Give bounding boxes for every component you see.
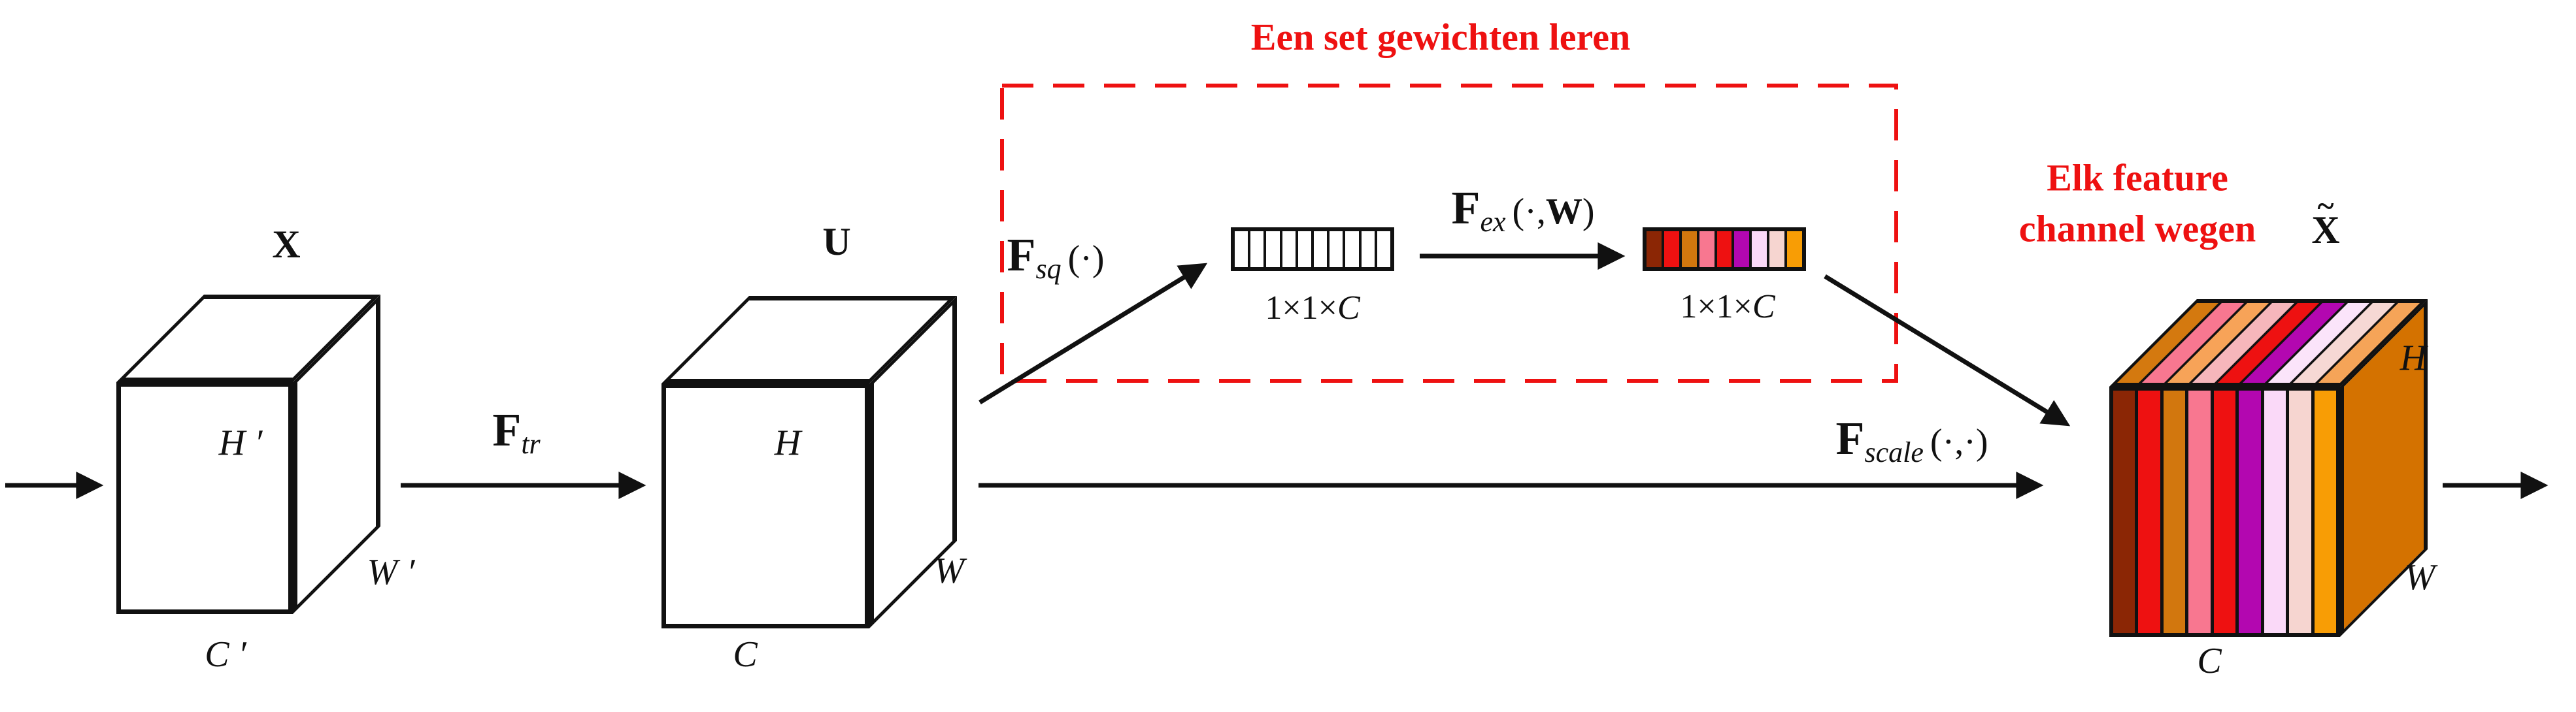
cube-xtilde-front-stripe — [2239, 391, 2261, 633]
tensor-u-height-label: H — [774, 423, 801, 463]
tensor-x-height-label: H ′ — [218, 423, 263, 463]
excitation-to-cube-arrow — [1824, 274, 2071, 427]
squeeze-cell — [1297, 231, 1312, 267]
fex-label: Fex(·,W) — [1451, 182, 1595, 236]
fex-args-weight: W — [1545, 191, 1582, 232]
fscale-label: Fscale(·,·) — [1835, 412, 1988, 467]
excitation-cell — [1769, 231, 1785, 267]
fsq-symbol: F — [1007, 229, 1036, 281]
ftr-symbol: F — [492, 404, 522, 456]
fex-subscript: ex — [1480, 206, 1506, 238]
fex-symbol: F — [1451, 182, 1480, 234]
fsq-label: Fsq(·) — [1007, 229, 1105, 283]
cube-xtilde-front-stripe — [2138, 391, 2160, 633]
cube-xtilde-front-stripe — [2289, 391, 2311, 633]
tensor-xtilde-channels-label: C — [2197, 641, 2222, 681]
squeeze-cell — [1345, 231, 1359, 267]
tensor-xtilde-height-label: H — [2400, 338, 2427, 378]
fsq-arrow — [979, 263, 1208, 404]
excitation-vector-size-label: 1×1×C — [1680, 290, 1775, 324]
excitation-size-prefix: 1×1× — [1680, 288, 1752, 325]
cube-xtilde-front-stripe — [2264, 391, 2286, 633]
cube-xtilde-front-stripe — [2314, 391, 2336, 633]
excitation-cell — [1752, 231, 1767, 267]
squeeze-size-c: C — [1337, 289, 1360, 327]
squeeze-vector — [1231, 227, 1394, 271]
cube-x-front-face — [116, 382, 293, 614]
excitation-vector — [1643, 227, 1806, 271]
squeeze-cell — [1266, 231, 1280, 267]
squeeze-cell — [1377, 231, 1391, 267]
excitation-cell — [1787, 231, 1803, 267]
tensor-u-label: U — [822, 220, 851, 263]
tensor-xtilde-label: ~X — [2311, 191, 2340, 251]
fscale-args: (·,·) — [1930, 422, 1988, 462]
excitation-cell — [1734, 231, 1750, 267]
squeeze-vector-size-label: 1×1×C — [1265, 291, 1360, 325]
tensor-x-label: X — [272, 223, 301, 266]
fscale-symbol: F — [1835, 412, 1865, 464]
squeeze-cell — [1282, 231, 1296, 267]
fsq-subscript: sq — [1035, 253, 1062, 285]
excitation-size-c: C — [1752, 288, 1775, 325]
tensor-x-width-label: W ′ — [367, 552, 415, 592]
fex-args-close: ) — [1582, 191, 1595, 232]
cube-xtilde-front-stripe — [2163, 391, 2186, 633]
excitation-cell — [1647, 231, 1662, 267]
fex-args: (·,W) — [1513, 191, 1595, 232]
fscale-subscript: scale — [1864, 436, 1924, 468]
excitation-cell — [1699, 231, 1715, 267]
weigh-channels-annotation: Elk feature channel wegen — [2019, 153, 2256, 255]
squeeze-cell — [1235, 231, 1248, 267]
fex-args-open: (·, — [1512, 191, 1546, 232]
ftr-label: Ftr — [492, 404, 546, 459]
weigh-channels-line1: Elk feature — [2047, 156, 2228, 199]
tensor-u-width-label: W — [933, 551, 965, 591]
excitation-cell — [1681, 231, 1697, 267]
cube-xtilde-front-stripe — [2113, 391, 2135, 633]
weigh-channels-line2: channel wegen — [2018, 208, 2256, 250]
squeeze-cell — [1250, 231, 1264, 267]
squeeze-cell — [1314, 231, 1328, 267]
excitation-cell — [1716, 231, 1732, 267]
tilde-mark: ~ — [2317, 189, 2334, 223]
fsq-args: (·) — [1067, 238, 1105, 279]
tensor-x-channels-label: C ′ — [205, 634, 246, 675]
cube-xtilde-front-stripe — [2188, 391, 2211, 633]
cube-xtilde-front-face — [2109, 387, 2340, 637]
tensor-u-channels-label: C — [733, 634, 758, 675]
cube-xtilde-front-stripe — [2213, 391, 2236, 633]
tensor-xtilde-width-label: W — [2404, 557, 2435, 598]
squeeze-cell — [1330, 231, 1343, 267]
squeeze-size-prefix: 1×1× — [1265, 289, 1337, 327]
learn-weights-title: Een set gewichten leren — [1250, 15, 1631, 58]
cube-u-front-face — [661, 383, 869, 628]
excitation-cell — [1664, 231, 1679, 267]
tensor-xtilde-base: X — [2311, 208, 2340, 251]
ftr-subscript: tr — [521, 428, 541, 460]
squeeze-cell — [1361, 231, 1375, 267]
